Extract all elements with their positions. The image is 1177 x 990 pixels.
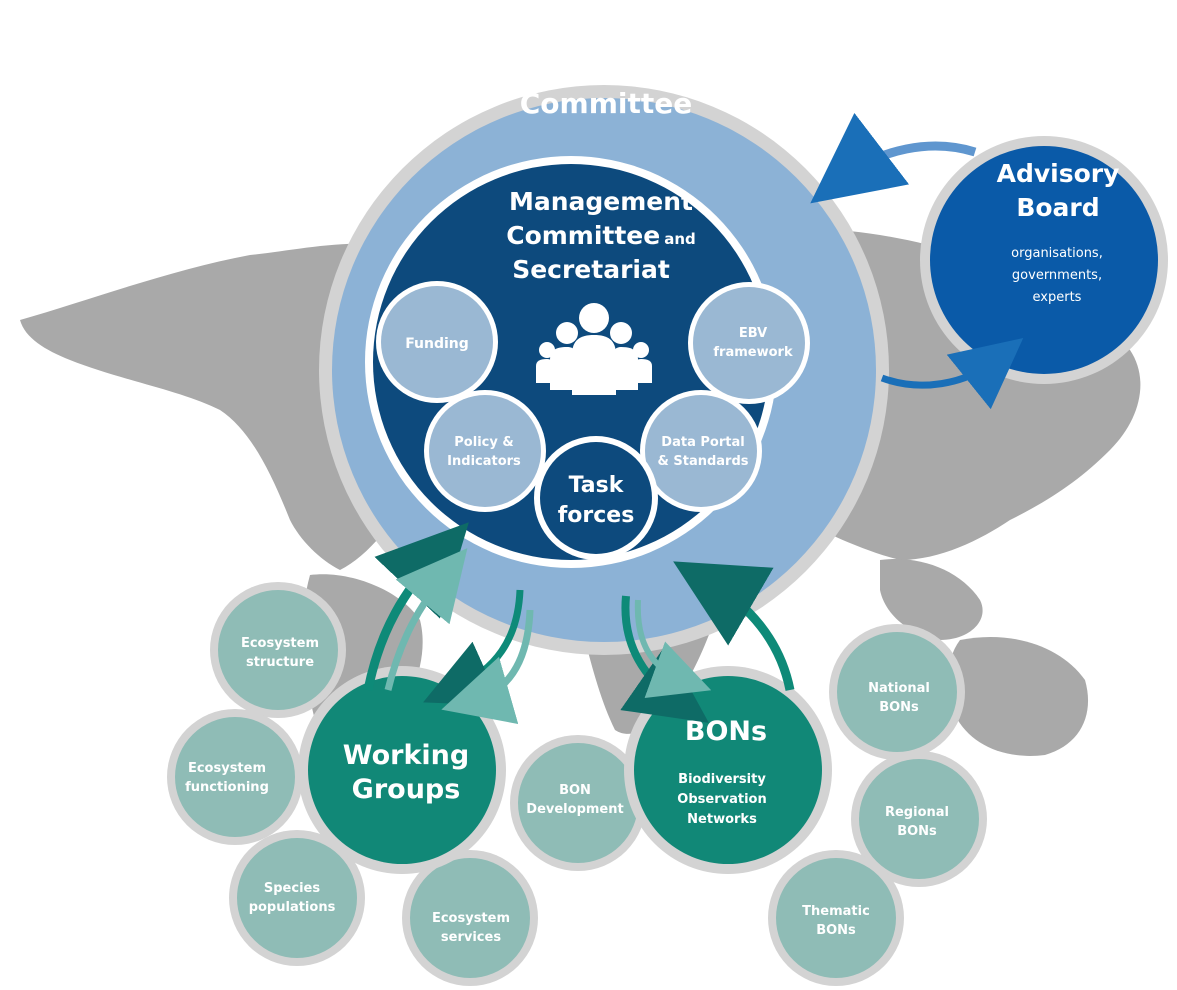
bons-node: BONs Biodiversity Observation Networks [624,666,832,874]
advisory-sub-line1: organisations, [1011,246,1103,261]
task-circle-task-forces: Task forces [534,436,658,560]
ecosystem-services-line2: services [441,930,501,945]
ecosystem-functioning-line2: functioning [185,780,269,795]
task-circle-ebv-framework: EBV framework [688,282,810,404]
advisory-sub-line3: experts [1033,290,1082,305]
people-group-icon [536,303,652,395]
southeast-asia-shape [880,559,983,640]
task-circle-funding: Funding [376,281,498,403]
arrow-implementation-to-working-groups-light [441,609,534,725]
ebv-label-line2: framework [713,345,793,360]
species-populations-line1: Species [264,881,320,896]
node-thematic-bons: Thematic BONs [768,850,904,986]
ecosystem-services-line1: Ecosystem [432,911,510,926]
national-bons-line2: BONs [879,700,919,715]
thematic-bons-line1: Thematic [802,904,870,919]
advisory-title-line2: Board [1016,193,1099,222]
data-label-line2: & Standards [658,454,749,469]
bons-sub-line3: Networks [687,812,757,827]
species-populations-line2: populations [249,900,336,915]
task-circle-data-portal-standards: Data Portal & Standards [640,390,762,512]
arrow-implementation-to-bons-light [634,599,712,698]
advisory-title-line1: Advisory [997,159,1120,188]
policy-label-line1: Policy & [454,435,513,450]
implementation-title-line2: Committee [520,87,692,120]
task-forces-label-line2: forces [558,503,635,528]
arrow-advisory-to-implementation [810,112,977,204]
node-species-populations: Species populations [229,830,365,966]
advisory-board-node: Advisory Board organisations, government… [920,136,1168,384]
management-title-line3: Secretariat [512,255,670,284]
ecosystem-functioning-line1: Ecosystem [188,761,266,776]
policy-label-line2: Indicators [447,454,521,469]
australia-shape [948,636,1089,756]
regional-bons-line1: Regional [885,805,949,820]
ebv-label-line1: EBV [739,326,767,341]
implementation-title-line1: Implementation [481,54,732,87]
node-ecosystem-functioning: Ecosystem functioning [167,709,303,845]
node-ecosystem-structure: Ecosystem structure [210,582,346,718]
regional-bons-line2: BONs [897,824,937,839]
node-bon-development: BON Development [510,735,646,871]
data-label-line1: Data Portal [661,435,744,450]
task-forces-label-line1: Task [569,473,625,498]
ecosystem-structure-line2: structure [246,655,314,670]
national-bons-line1: National [868,681,930,696]
arrow-bons-to-implementation [673,561,795,691]
advisory-sub-line2: governments, [1012,268,1102,283]
node-national-bons: National BONs [829,624,965,760]
bon-development-line1: BON [559,783,591,798]
ecosystem-structure-line1: Ecosystem [241,636,319,651]
working-groups-title-line2: Groups [352,774,461,805]
arrow-implementation-to-advisory [880,338,1024,410]
funding-label: Funding [405,336,469,352]
node-ecosystem-services: Ecosystem services [402,850,538,986]
thematic-bons-line2: BONs [816,923,856,938]
arrow-working-groups-up-light [384,548,468,691]
bons-sub-line1: Biodiversity [678,772,766,787]
node-regional-bons: Regional BONs [851,751,987,887]
task-circle-policy-indicators: Policy & Indicators [424,390,546,512]
bons-sub-line2: Observation [677,792,766,807]
bon-development-line2: Development [526,802,623,817]
management-title-line1: Management [509,187,693,216]
bons-title: BONs [685,716,767,747]
working-groups-title-line1: Working [343,740,469,771]
